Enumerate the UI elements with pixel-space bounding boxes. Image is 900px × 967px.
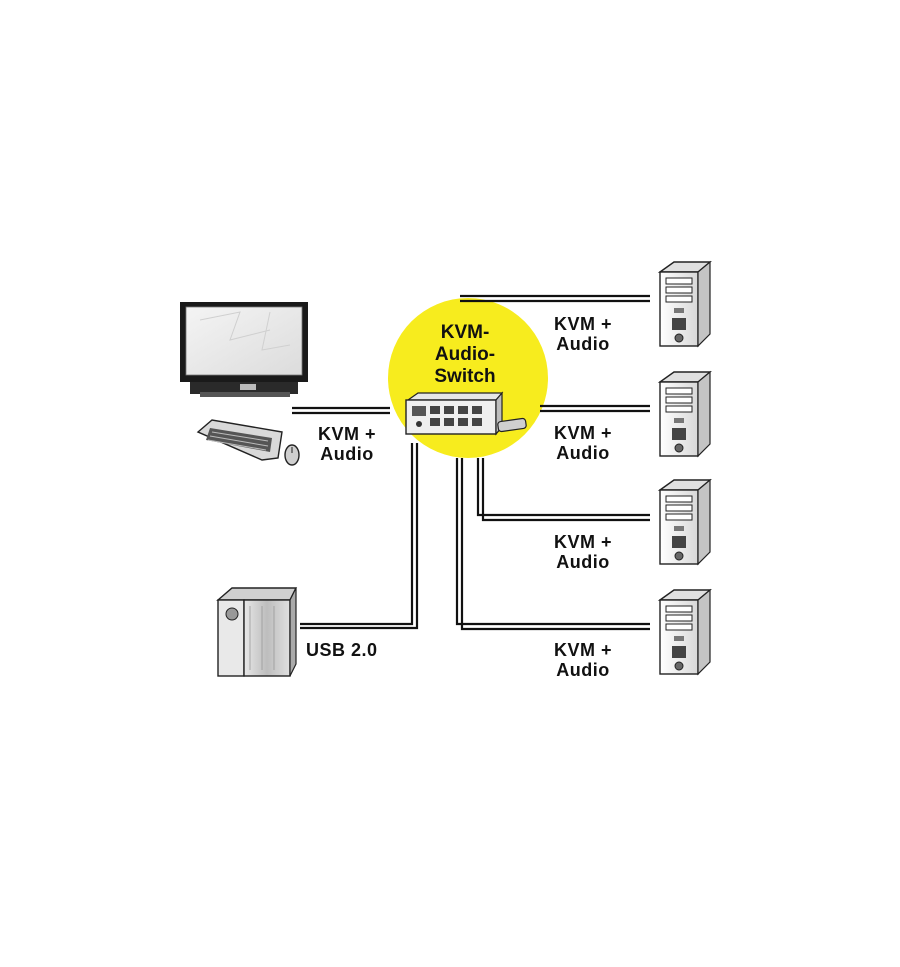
cable-usb <box>300 443 419 630</box>
pc-tower-icon-3 <box>657 478 712 566</box>
pc-tower-icon-2 <box>657 370 712 458</box>
remote-icon <box>497 417 527 433</box>
pc-tower-icon-1 <box>657 260 712 348</box>
cable-pc-3 <box>476 458 650 522</box>
usb-drive-icon <box>216 587 298 677</box>
pc-link-3-line-1: KVM + <box>553 532 612 552</box>
usb-link-label: USB 2.0 <box>306 640 396 660</box>
monitor-icon <box>180 302 308 397</box>
hub-title-line-3: Switch <box>434 366 496 387</box>
pc-link-label-3: KVM + Audio <box>538 532 628 572</box>
console-link-label: KVM + Audio <box>302 424 392 464</box>
hub-title-line-2: Audio- <box>434 344 496 365</box>
console-link-line-1: KVM + <box>317 424 376 444</box>
hub-title: KVM- Audio- Switch <box>405 322 525 388</box>
pc-tower-icon-4 <box>657 588 712 676</box>
pc-link-1-line-2: Audio <box>556 334 610 354</box>
keyboard-icon <box>196 419 283 461</box>
pc-link-3-line-2: Audio <box>556 552 610 572</box>
pc-link-4-line-1: KVM + <box>553 640 612 660</box>
pc-link-label-2: KVM + Audio <box>538 423 628 463</box>
pc-link-2-line-2: Audio <box>556 443 610 463</box>
usb-link-text: USB 2.0 <box>306 640 378 660</box>
pc-link-label-1: KVM + Audio <box>538 314 628 354</box>
pc-link-1-line-1: KVM + <box>553 314 612 334</box>
cable-console <box>292 406 390 415</box>
console-link-line-2: Audio <box>320 444 374 464</box>
cable-pc-4 <box>455 458 650 631</box>
hub-title-line-1: KVM- <box>440 322 490 343</box>
mouse-icon <box>284 444 300 466</box>
pc-link-label-4: KVM + Audio <box>538 640 628 680</box>
pc-link-4-line-2: Audio <box>556 660 610 680</box>
kvm-switch-icon <box>405 391 527 436</box>
pc-link-2-line-1: KVM + <box>553 423 612 443</box>
cable-pc-2 <box>540 404 650 413</box>
cable-pc-1 <box>460 294 650 303</box>
